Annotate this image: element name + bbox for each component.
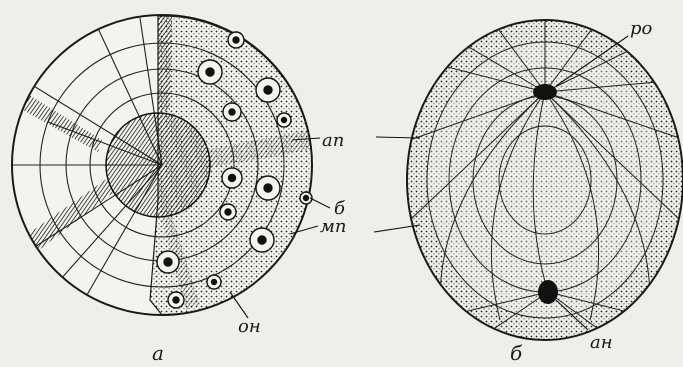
panel-b-anal-opening: [538, 280, 558, 304]
label-an: ан: [590, 332, 613, 353]
label-ro: ро: [630, 18, 653, 39]
label-mp: мп: [320, 216, 347, 237]
panel-a-drawing: ап б мп он а: [12, 15, 347, 365]
caption-b: б: [510, 341, 523, 365]
panel-b-mouth-opening: [533, 84, 557, 100]
label-on: он: [238, 316, 261, 337]
label-ap: ап: [322, 130, 344, 151]
panel-b-drawing: ро ан б: [374, 18, 683, 365]
caption-a: а: [152, 341, 164, 365]
panel-a-central-disk: [106, 113, 210, 217]
